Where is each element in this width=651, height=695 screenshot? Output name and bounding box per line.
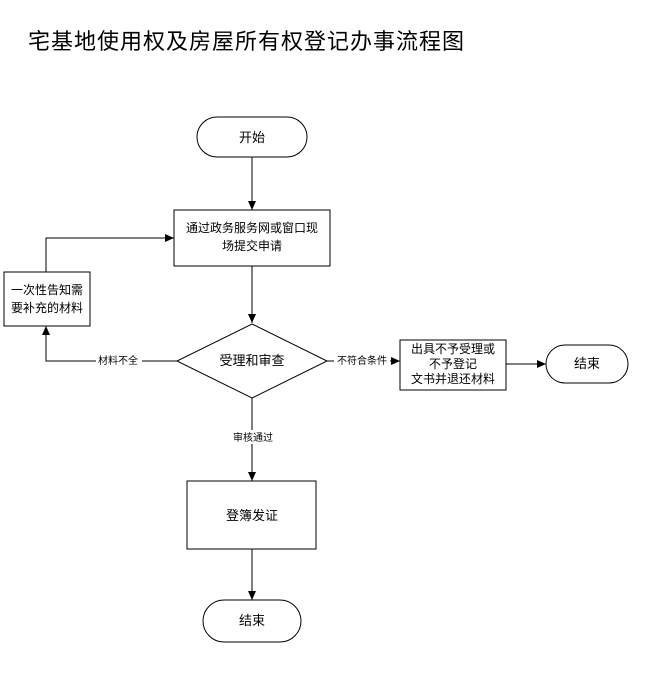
register-label: 登簿发证 (226, 508, 278, 524)
edge-label-approved: 审核通过 (233, 431, 273, 444)
notify-box (3, 271, 91, 327)
end-terminal-bottom (202, 599, 302, 643)
reject-label-line2: 不予登记 (429, 356, 477, 371)
reject-label-line3: 文书并退还材料 (411, 371, 495, 386)
register-box (186, 480, 317, 550)
reject-box (399, 339, 507, 391)
notify-label-line1: 一次性告知需 (11, 283, 83, 297)
end-bottom-label: 结束 (239, 614, 265, 629)
edge-label-incomplete: 材料不全 (98, 354, 138, 367)
apply-box (173, 209, 331, 267)
edge-label-not-qualified: 不符合条件 (337, 354, 387, 367)
reject-label-line1: 出具不予受理或 (411, 342, 495, 356)
apply-label-line2: 场提交申请 (222, 238, 282, 253)
review-label: 受理和审查 (219, 354, 284, 369)
start-label: 开始 (239, 131, 265, 146)
apply-label-line1: 通过政务服务网或窗口现 (186, 220, 318, 235)
end-terminal-right (545, 344, 629, 384)
end-right-label: 结束 (574, 357, 600, 372)
page-title: 宅基地使用权及房屋所有权登记办事流程图 (28, 30, 466, 55)
edge-notify-apply (45, 234, 174, 272)
notify-label-line2: 要补充的材料 (11, 300, 83, 315)
